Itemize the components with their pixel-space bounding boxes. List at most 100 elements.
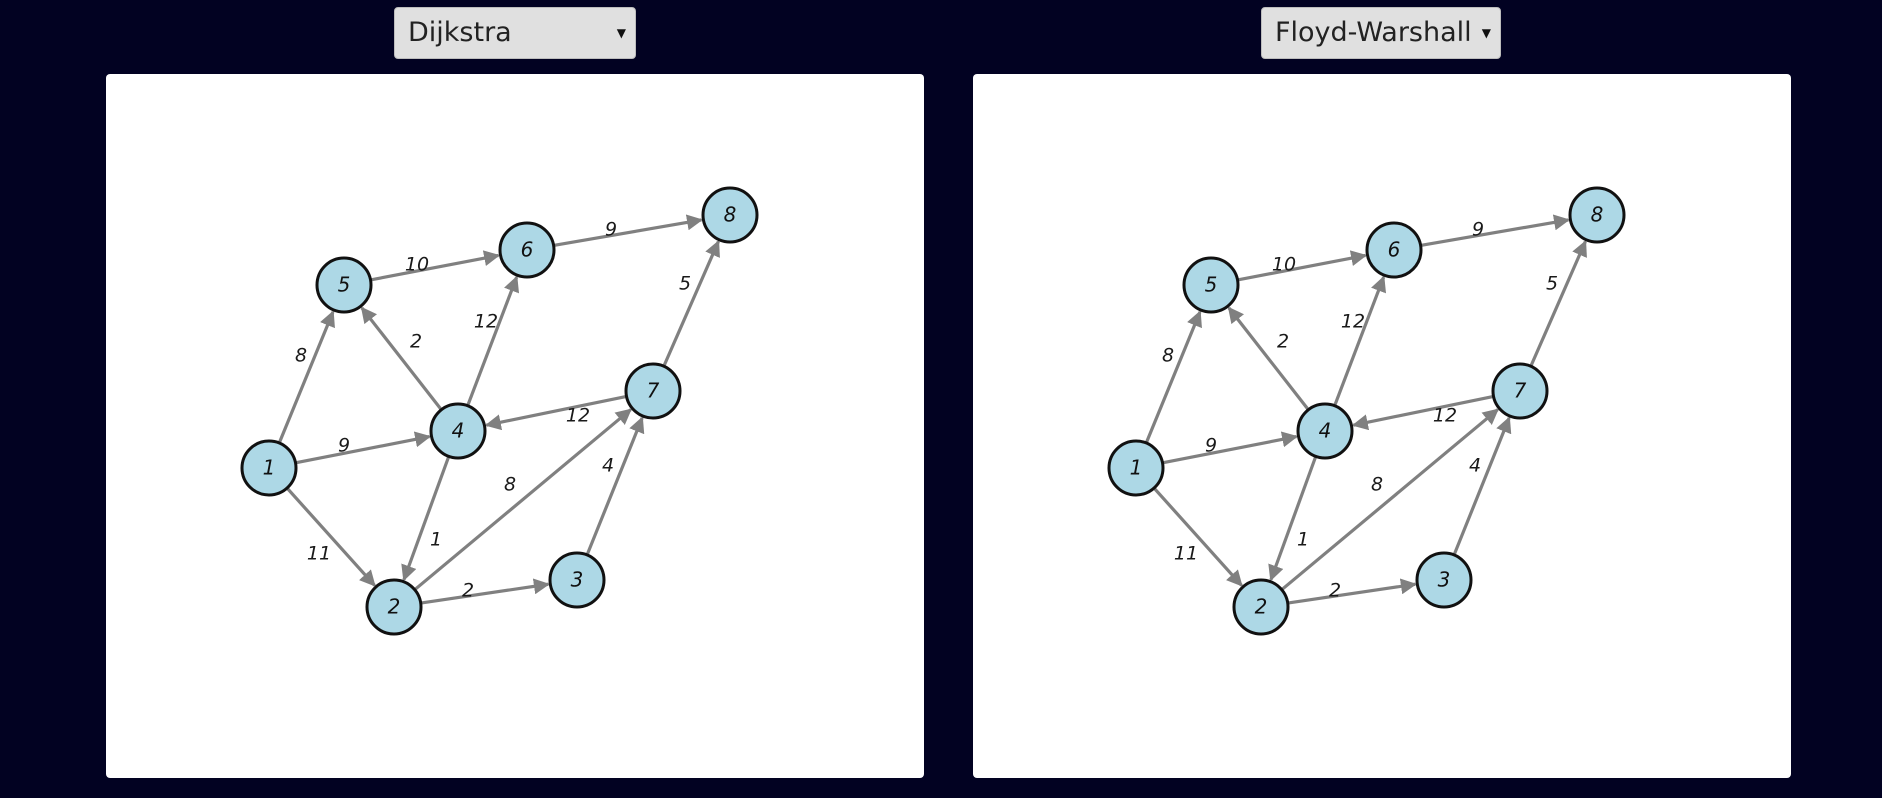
algorithm-select-value: Floyd-Warshall <box>1275 17 1472 48</box>
edge-2-3 <box>1287 578 1417 605</box>
node-circle <box>1491 362 1549 420</box>
graph-node-6[interactable]: 6 <box>498 221 556 279</box>
graph-node-2[interactable]: 2 <box>365 578 423 636</box>
edge-weight-label: 10 <box>405 254 429 276</box>
edge-weight-label: 9 <box>1472 219 1484 241</box>
node-circle <box>1568 186 1626 244</box>
edge-4-5 <box>1227 306 1310 411</box>
algorithm-select-left[interactable]: Dijkstra ▼ <box>394 7 636 59</box>
node-circle <box>1182 256 1240 314</box>
node-label: 5 <box>338 273 351 297</box>
edge-weight-label: 12 <box>1341 311 1365 333</box>
node-label: 1 <box>1130 456 1143 480</box>
graph-node-1[interactable]: 1 <box>1107 439 1165 497</box>
edge-weight-label: 5 <box>679 273 691 295</box>
graph-node-4[interactable]: 4 <box>1296 402 1354 460</box>
graph-node-4[interactable]: 4 <box>429 402 487 460</box>
dropdown-arrow-icon: ▼ <box>616 26 626 40</box>
edge-weight-label: 2 <box>1329 580 1341 602</box>
graph-node-1[interactable]: 1 <box>240 439 298 497</box>
node-label: 2 <box>1255 595 1268 619</box>
node-label: 7 <box>647 379 660 403</box>
graph-node-5[interactable]: 5 <box>315 256 373 314</box>
node-circle <box>498 221 556 279</box>
node-label: 7 <box>1514 379 1527 403</box>
edge-weight-label: 5 <box>1546 273 1558 295</box>
graph-node-7[interactable]: 7 <box>624 362 682 420</box>
node-label: 3 <box>571 568 584 592</box>
node-label: 6 <box>1388 238 1401 262</box>
edge-2-7 <box>413 408 632 591</box>
edge-1-5 <box>277 310 335 444</box>
edge-weight-label: 4 <box>1469 455 1481 477</box>
edge-6-8 <box>1420 214 1570 247</box>
node-circle <box>1232 578 1290 636</box>
algorithm-select-value: Dijkstra <box>408 17 512 48</box>
edge-3-7 <box>585 416 645 556</box>
edge-5-6 <box>370 250 501 282</box>
graph-node-3[interactable]: 3 <box>548 551 606 609</box>
edge-weight-label: 8 <box>1162 345 1174 367</box>
node-label: 3 <box>1438 568 1451 592</box>
edge-2-7 <box>1280 408 1499 591</box>
edge-weight-label: 8 <box>1371 474 1383 496</box>
edge-weight-label: 10 <box>1272 254 1296 276</box>
edge-1-2 <box>1152 487 1243 587</box>
edge-4-2 <box>1268 455 1318 582</box>
dropdown-arrow-icon: ▼ <box>1481 26 1491 40</box>
graph-node-8[interactable]: 8 <box>701 186 759 244</box>
edge-weight-label: 9 <box>605 219 617 241</box>
edge-5-6 <box>1237 250 1368 282</box>
node-circle <box>240 439 298 497</box>
node-circle <box>1107 439 1165 497</box>
edge-4-5 <box>360 306 443 411</box>
edge-7-4 <box>484 394 627 431</box>
graph-node-7[interactable]: 7 <box>1491 362 1549 420</box>
edge-4-6 <box>466 275 520 407</box>
node-label: 2 <box>388 595 401 619</box>
edge-7-8 <box>1529 240 1587 367</box>
node-circle <box>315 256 373 314</box>
edge-7-8 <box>662 240 720 367</box>
node-label: 8 <box>1591 203 1604 227</box>
node-label: 8 <box>724 203 737 227</box>
edge-weight-label: 2 <box>1277 331 1289 353</box>
edge-weight-label: 4 <box>602 455 614 477</box>
node-circle <box>1296 402 1354 460</box>
graph-node-3[interactable]: 3 <box>1415 551 1473 609</box>
node-label: 5 <box>1205 273 1218 297</box>
edge-4-2 <box>401 455 451 582</box>
node-label: 4 <box>452 419 465 443</box>
node-label: 6 <box>521 238 534 262</box>
edge-weight-label: 2 <box>462 580 474 602</box>
edge-weight-label: 12 <box>566 405 590 427</box>
node-circle <box>365 578 423 636</box>
edge-3-7 <box>1452 416 1512 556</box>
edge-weight-label: 12 <box>474 311 498 333</box>
edge-weight-label: 9 <box>1205 435 1217 457</box>
edge-weight-label: 8 <box>295 345 307 367</box>
algorithm-select-right[interactable]: Floyd-Warshall ▼ <box>1261 7 1501 59</box>
graph-node-2[interactable]: 2 <box>1232 578 1290 636</box>
graph-node-8[interactable]: 8 <box>1568 186 1626 244</box>
edge-1-4 <box>295 431 432 465</box>
graph-node-5[interactable]: 5 <box>1182 256 1240 314</box>
edge-6-8 <box>553 214 703 247</box>
edge-weight-label: 9 <box>338 435 350 457</box>
node-circle <box>1415 551 1473 609</box>
node-circle <box>548 551 606 609</box>
node-label: 4 <box>1319 419 1332 443</box>
edge-weight-label: 12 <box>1433 405 1457 427</box>
edge-1-4 <box>1162 431 1299 465</box>
node-circle <box>1365 221 1423 279</box>
graph-node-6[interactable]: 6 <box>1365 221 1423 279</box>
node-circle <box>701 186 759 244</box>
edge-weight-label: 11 <box>307 543 331 565</box>
edge-weight-label: 2 <box>410 331 422 353</box>
edge-7-4 <box>1351 394 1494 431</box>
